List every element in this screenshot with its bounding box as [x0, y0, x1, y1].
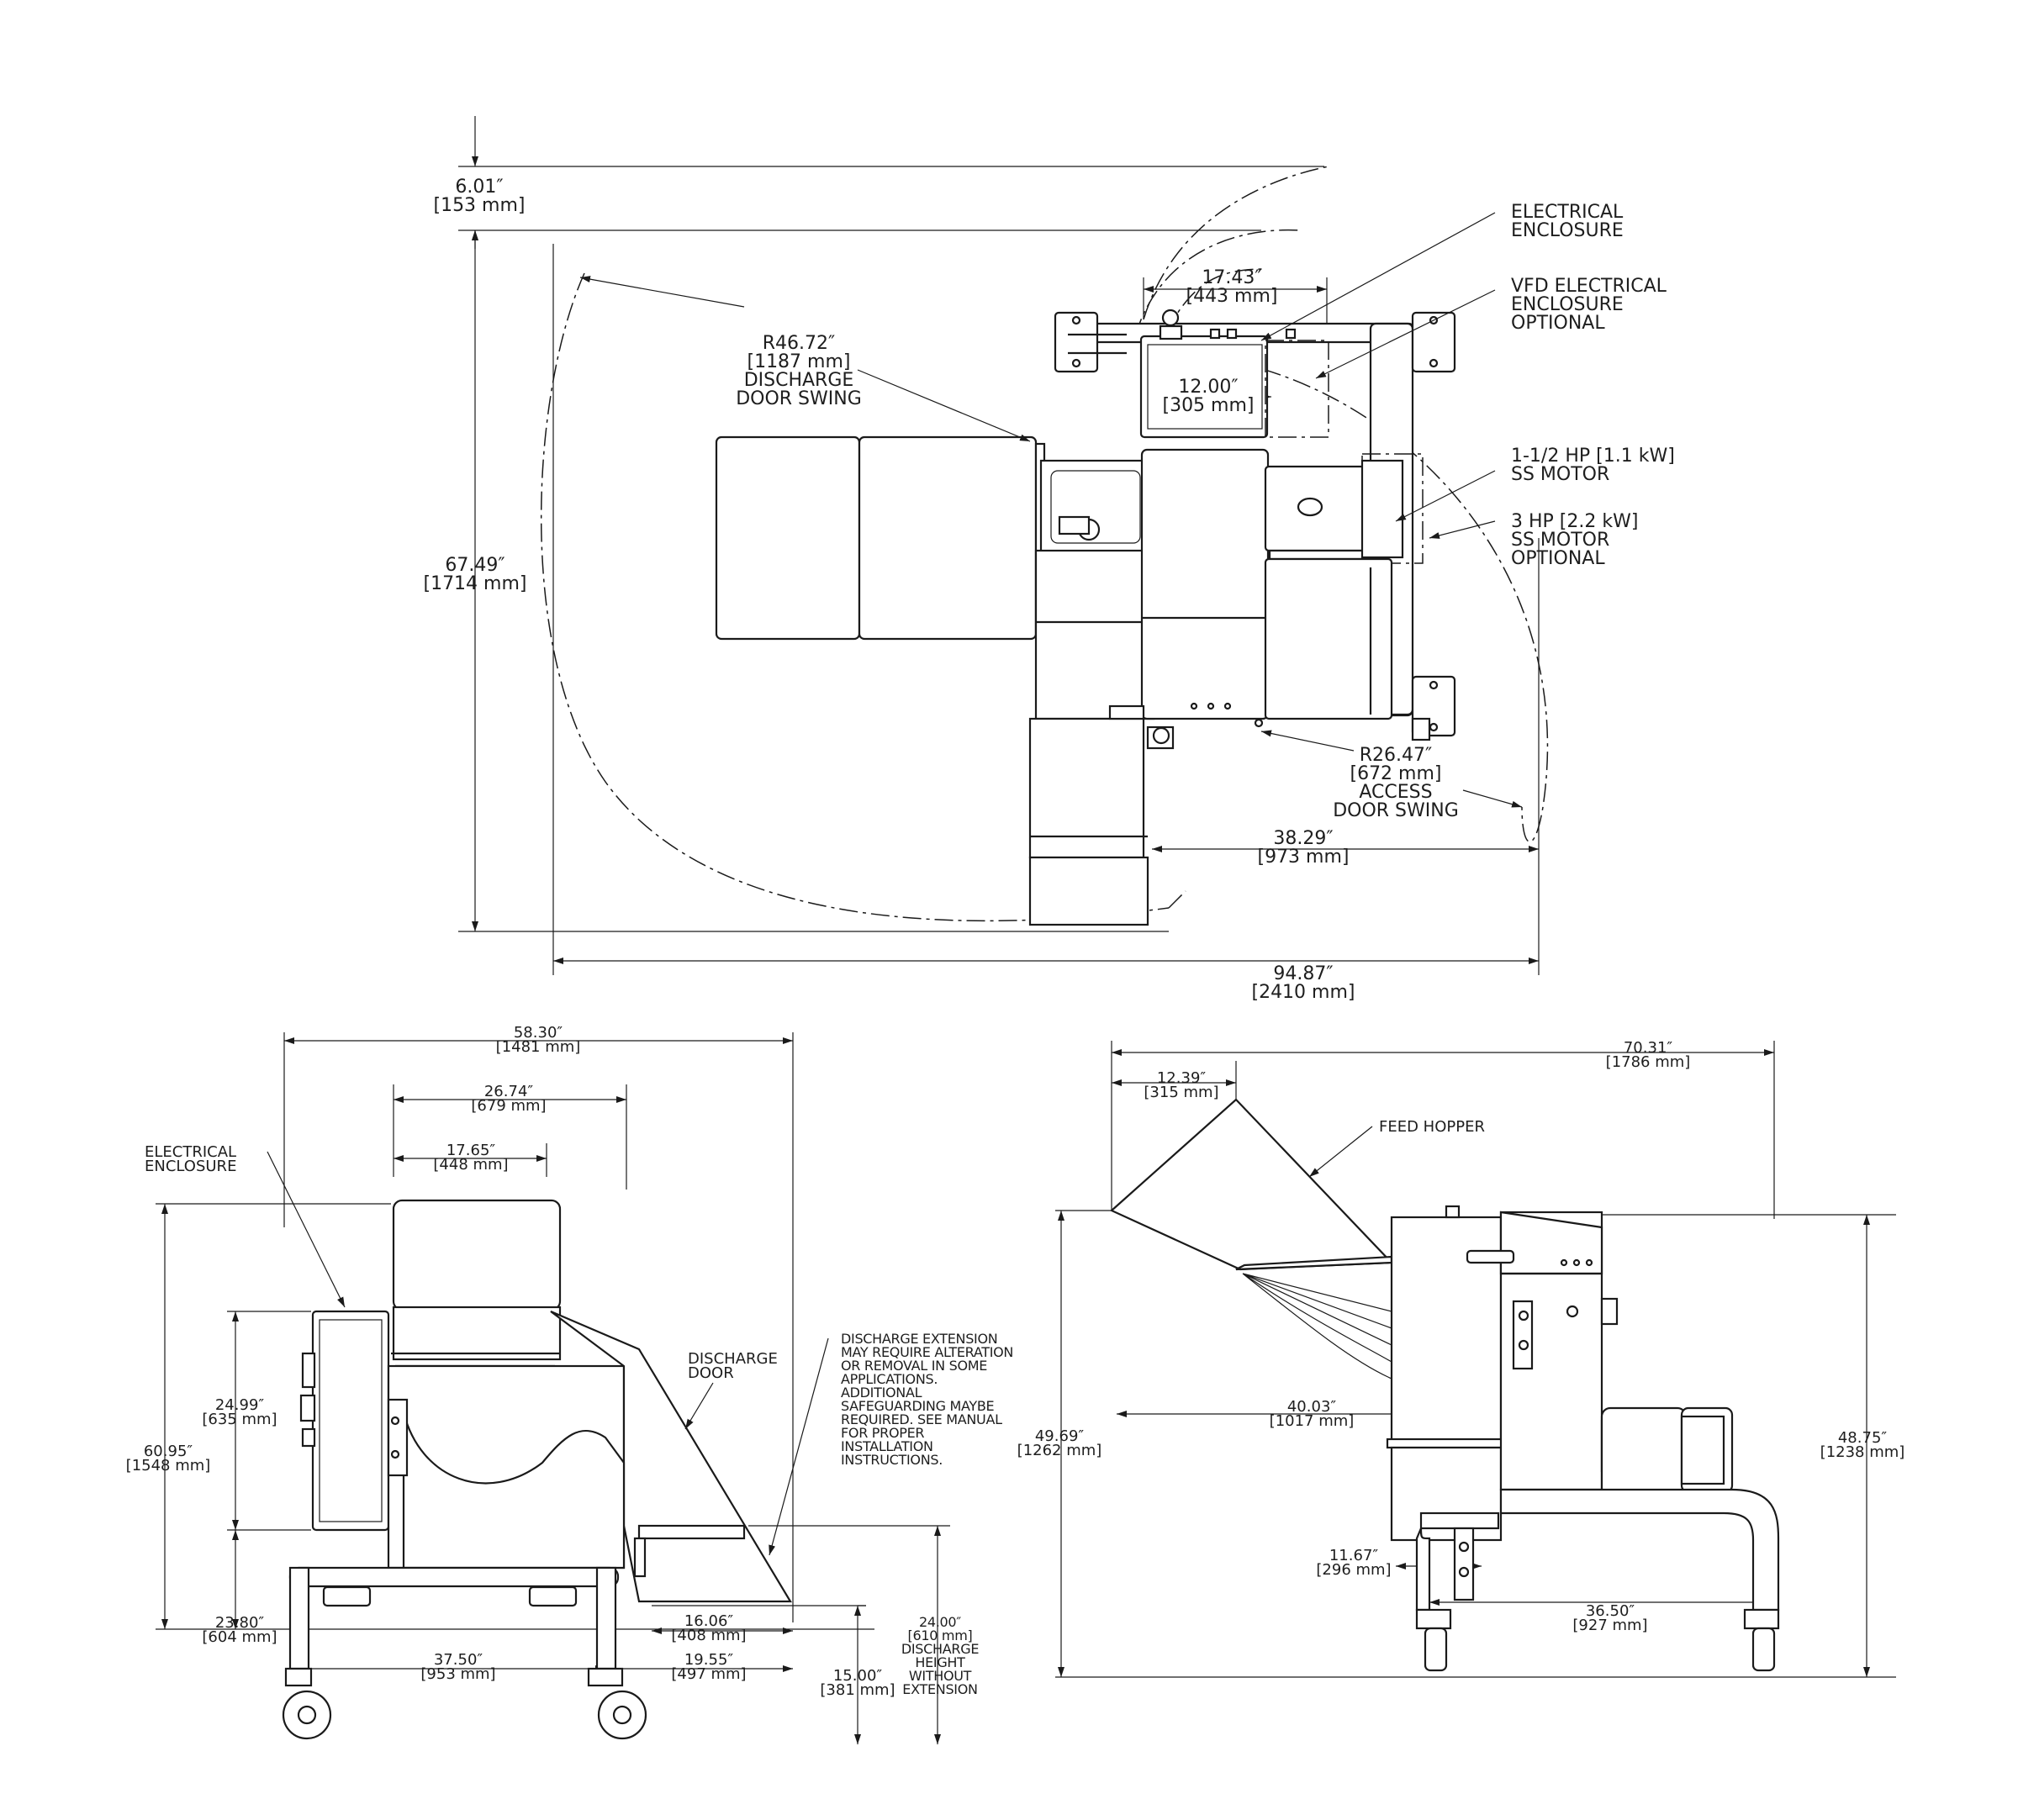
top-view	[458, 116, 1549, 975]
dim-94-87: 94.87″[2410 mm]	[1251, 963, 1355, 1003]
dim-17-65: 17.65″[448 mm]	[433, 1142, 509, 1174]
dim-40-03: 40.03″[1017 mm]	[1269, 1398, 1355, 1430]
dim-15-00: 15.00″[381 mm]	[820, 1667, 895, 1699]
dim-23-80: 23.80″[604 mm]	[202, 1614, 277, 1646]
dim-58-30: 58.30″[1481 mm]	[495, 1024, 581, 1056]
front-view	[156, 1032, 950, 1744]
callout-motor-standard: 1-1/2 HP [1.1 kW]SS MOTOR	[1511, 446, 1675, 485]
dim-12-39: 12.39″[315 mm]	[1144, 1069, 1219, 1101]
dim-60-95: 60.95″[1548 mm]	[125, 1443, 211, 1474]
side-view	[1055, 1041, 1896, 1678]
dim-11-67: 11.67″[296 mm]	[1316, 1547, 1392, 1579]
dim-19-55: 19.55″[497 mm]	[671, 1651, 747, 1683]
dim-36-50: 36.50″[927 mm]	[1572, 1602, 1648, 1634]
dim-49-69: 49.69″[1262 mm]	[1017, 1427, 1102, 1459]
dim-48-75: 48.75″[1238 mm]	[1820, 1429, 1905, 1461]
dim-16-06: 16.06″[408 mm]	[671, 1612, 747, 1644]
callout-feed-hopper: FEED HOPPER	[1379, 1118, 1485, 1136]
dim-17-43: 17.43″[443 mm]	[1186, 267, 1278, 307]
dim-24-99: 24.99″[635 mm]	[202, 1396, 277, 1428]
dim-70-31: 70.31″[1786 mm]	[1605, 1039, 1691, 1071]
dim-38-29: 38.29″[973 mm]	[1257, 828, 1350, 868]
dim-12-00: 12.00″[305 mm]	[1162, 377, 1255, 416]
dim-37-50: 37.50″[953 mm]	[420, 1651, 496, 1683]
dim-6-01: 6.01″[153 mm]	[433, 177, 526, 216]
dim-67-49: 67.49″[1714 mm]	[423, 555, 527, 594]
dim-26-74: 26.74″[679 mm]	[471, 1083, 547, 1115]
